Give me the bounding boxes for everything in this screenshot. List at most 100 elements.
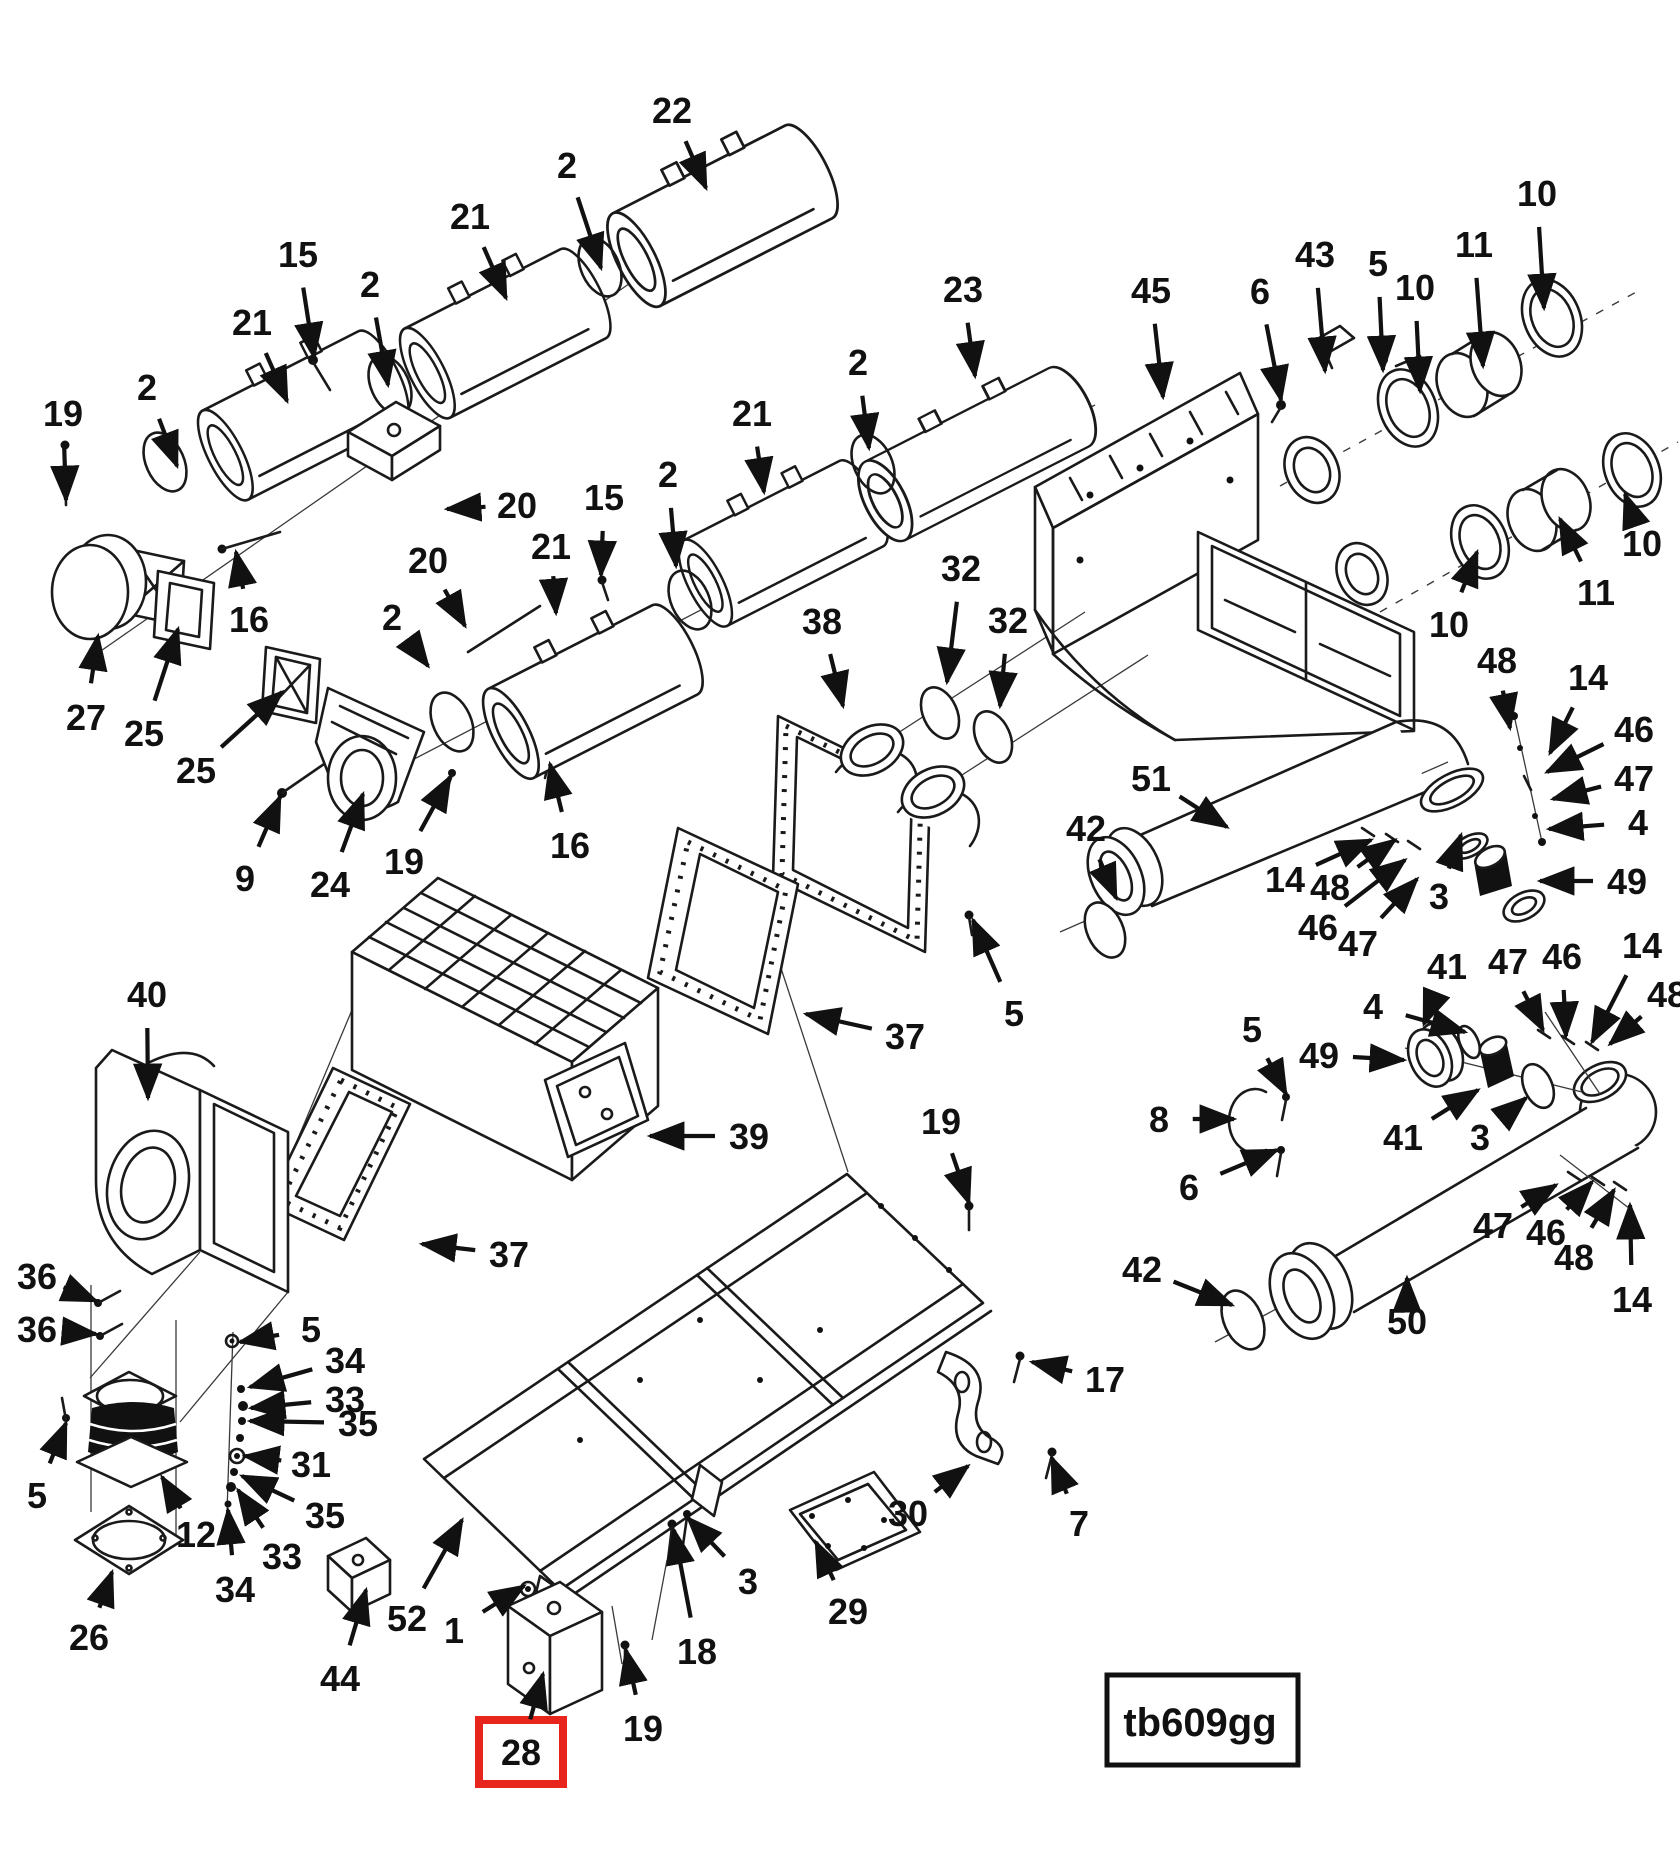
leader-arrow-22-0: [678, 140, 708, 192]
part-callout-5: 5: [1004, 993, 1024, 1034]
part-51-transfer-pipe: [1083, 705, 1546, 959]
part-52-mounting-frame: [422, 1172, 993, 1626]
leader-arrow-51-44: [1178, 794, 1230, 829]
part-callout-14: 14: [1612, 1279, 1652, 1320]
leader-arrow-32-25: [988, 653, 1018, 710]
leader-arrow-33-84: [236, 1487, 270, 1529]
part-callout-32: 32: [941, 548, 981, 589]
leader-arrow-10-34: [1527, 226, 1557, 312]
part-callout-25: 25: [124, 713, 164, 754]
part-callout-6: 6: [1179, 1167, 1199, 1208]
leader-arrow-5-78: [236, 1321, 280, 1351]
leader-arrow-6-29: [1260, 323, 1289, 404]
part-39-cover: [543, 1041, 650, 1159]
part-callout-24: 24: [310, 864, 350, 905]
leader-arrow-49-57: [1352, 1043, 1408, 1073]
part-callout-36: 36: [17, 1309, 57, 1350]
part-callout-11: 11: [1577, 572, 1615, 613]
leader-arrow-47-41: [1549, 776, 1602, 805]
part-callout-47: 47: [1488, 941, 1528, 982]
leader-arrow-52-90: [421, 1517, 464, 1590]
part-callout-2: 2: [137, 367, 157, 408]
part-callout-20: 20: [497, 485, 537, 526]
leader-arrow-1-91: [481, 1584, 527, 1617]
part-callout-32: 32: [988, 600, 1028, 641]
part-30-bracket-arm: [936, 1350, 1004, 1466]
leader-arrow-41-51: [1422, 986, 1451, 1028]
part-callout-10: 10: [1622, 523, 1662, 564]
leader-arrow-37-72: [802, 1007, 873, 1036]
leader-arrow-5-58: [1257, 1056, 1288, 1097]
part-callout-17: 17: [1085, 1359, 1125, 1400]
part-callout-2: 2: [848, 342, 868, 383]
part-callout-34: 34: [325, 1340, 365, 1381]
part-callout-33: 33: [325, 1379, 365, 1420]
part-callout-48: 48: [1477, 640, 1517, 681]
leader-arrow-42-68: [1172, 1278, 1236, 1307]
part-callout-20: 20: [408, 540, 448, 581]
leader-arrow-20-10: [435, 588, 467, 629]
leader-arrow-48-38: [1489, 690, 1518, 732]
leader-arrow-46-53: [1549, 989, 1579, 1040]
oring-32: [919, 686, 961, 740]
leader-arrow-19-63: [943, 1152, 972, 1207]
part-callout-25: 25: [176, 750, 216, 791]
part-callout-49: 49: [1607, 861, 1647, 902]
part-25-gasket: [260, 645, 322, 725]
part-callout-19: 19: [623, 1708, 663, 1749]
part-25-gasket: [152, 569, 216, 651]
leader-arrow-26-88: [86, 1568, 115, 1610]
leader-arrow-25-19: [219, 689, 285, 749]
part-callout-10: 10: [1429, 604, 1469, 645]
part-callout-15: 15: [278, 234, 318, 275]
leader-arrow-21-5: [259, 352, 289, 405]
leader-arrow-15-12: [587, 530, 618, 579]
manifold-assembly-upper: [50, 100, 851, 798]
part-callout-35: 35: [305, 1495, 345, 1536]
part-callout-19: 19: [43, 393, 83, 434]
part-callout-31: 31: [291, 1444, 331, 1485]
leader-arrow-2-6: [151, 418, 179, 470]
part-callout-5: 5: [1368, 243, 1388, 284]
leader-arrow-33-80: [247, 1390, 312, 1420]
leader-arrow-47-49: [1379, 876, 1420, 920]
leader-arrow-2-14: [395, 629, 430, 669]
figure-code-box: tb609gg: [1104, 1672, 1301, 1768]
part-callout-3: 3: [1429, 876, 1449, 917]
part-28-support-bracket: [506, 1580, 604, 1716]
part-callout-21: 21: [531, 526, 571, 567]
leader-arrow-37-75: [418, 1233, 476, 1263]
leader-arrow-16-9: [228, 548, 257, 590]
leader-arrow-21-11: [538, 575, 569, 617]
leader-arrow-48-66: [1583, 1187, 1616, 1229]
leader-arrow-3-50: [1435, 831, 1464, 873]
leader-arrow-21-2: [478, 246, 508, 302]
part-callout-47: 47: [1473, 1205, 1513, 1246]
oring-42: [1083, 901, 1127, 959]
leader-arrow-21-15: [744, 446, 774, 496]
leader-arrow-20-8: [443, 492, 486, 522]
part-callout-47: 47: [1338, 923, 1378, 964]
leader-arrow-10-32: [1403, 320, 1434, 395]
part-callout-2: 2: [658, 454, 678, 495]
leader-arrow-3-61: [1490, 1095, 1529, 1132]
leader-arrow-47-64: [1519, 1183, 1559, 1216]
leader-arrow-9-20: [252, 793, 282, 848]
part-callout-16: 16: [550, 825, 590, 866]
part-core-box: [350, 876, 660, 1182]
part-callout-14: 14: [1622, 925, 1662, 966]
part-callout-18: 18: [677, 1631, 717, 1672]
part-callout-5: 5: [1242, 1009, 1262, 1050]
part-26-flange: [73, 1504, 185, 1576]
part-24-elbow: [314, 686, 426, 822]
part-callout-37: 37: [885, 1016, 925, 1057]
leader-arrow-32-24: [936, 601, 966, 686]
part-callout-22: 22: [652, 90, 692, 131]
part-callout-46: 46: [1614, 709, 1654, 750]
part-callout-2: 2: [382, 597, 402, 638]
leader-arrow-5-71: [971, 916, 1003, 983]
leader-arrow-16-23: [543, 760, 573, 813]
leader-arrow-15-3: [294, 287, 324, 361]
